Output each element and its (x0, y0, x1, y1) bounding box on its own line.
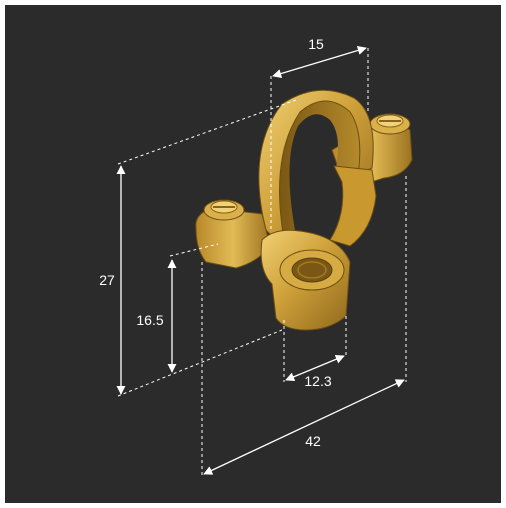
dim-arrow-42 (203, 379, 405, 475)
dim-arrow-12-3 (285, 354, 345, 382)
dim-label-top-width: 15 (308, 36, 324, 52)
left-lug (195, 207, 271, 269)
dimension-arrows (116, 46, 405, 475)
thread-ring (297, 261, 327, 279)
dim-label-thread-diameter: 12.3 (304, 373, 331, 389)
dim-arrow-15 (272, 46, 367, 78)
dim-label-overall-length: 42 (305, 433, 321, 449)
extension-lines (117, 48, 407, 476)
pipe-clip-illustration (195, 89, 413, 331)
dim-label-height-total: 27 (99, 272, 115, 288)
dim-label-height-center: 16.5 (136, 312, 163, 328)
ring-inner-surface (279, 101, 360, 250)
ring-right-flange (329, 165, 377, 247)
